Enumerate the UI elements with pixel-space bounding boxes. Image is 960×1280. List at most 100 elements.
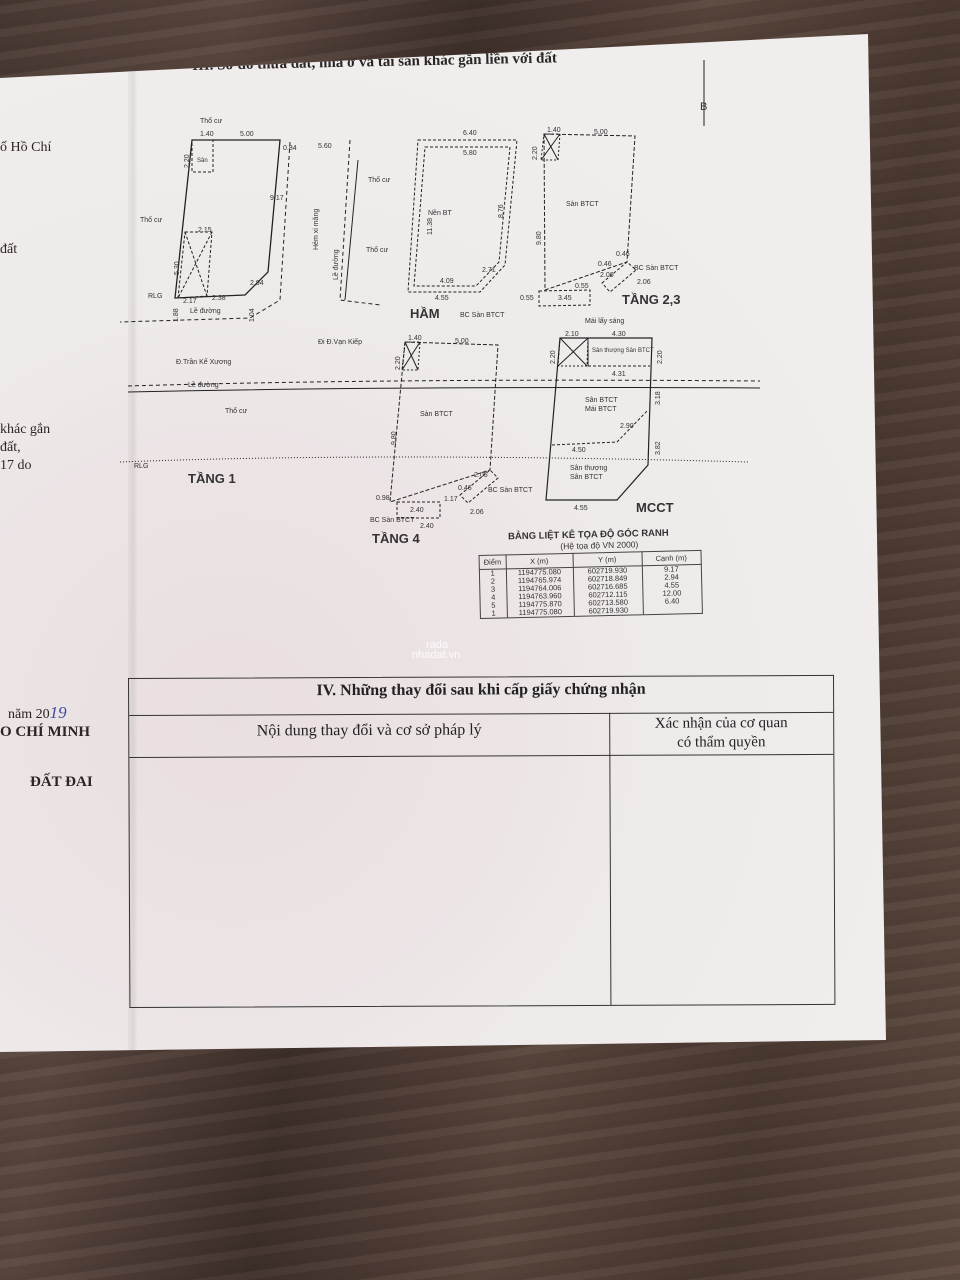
- ham-outline: [407, 139, 518, 293]
- table-cell: 1194775.080: [506, 607, 574, 618]
- section-4-changes-table: IV. Những thay đổi sau khi cấp giấy chứn…: [128, 674, 836, 1008]
- dim: 2.17: [183, 298, 197, 305]
- dim: 9.17: [270, 195, 284, 202]
- dim: 2.06: [637, 279, 651, 286]
- dim: 0.55: [575, 283, 589, 290]
- left-text-fragment: O CHÍ MINH: [0, 724, 90, 740]
- column-header-confirmation: Xác nhận của cơ quan có thẩm quyền: [609, 714, 833, 753]
- dim: 2.10: [565, 331, 579, 338]
- dim: 3.18: [655, 391, 662, 405]
- date-text: năm 20: [8, 707, 50, 722]
- dim: 4.55: [574, 505, 588, 512]
- dim: 4.09: [440, 278, 454, 285]
- dim: 5.60: [318, 143, 332, 150]
- left-text-fragment: 17 do: [0, 458, 32, 473]
- tang4-floor-label: Sàn BTCT: [420, 411, 453, 418]
- tang1-label-le-duong: Lề đường: [331, 249, 340, 280]
- dim: 3.82: [655, 441, 662, 455]
- column-header-content: Nội dung thay đổi và cơ sở pháp lý: [256, 721, 482, 740]
- left-text-fragment: đất,: [0, 440, 21, 455]
- dim: 1.40: [408, 335, 422, 342]
- dim: 2.94: [250, 280, 264, 287]
- dim: 2.40: [420, 523, 434, 530]
- tang1-label-hem: Hẻm xi măng: [313, 209, 320, 250]
- mcct-skylight-label: Mái lấy sáng: [585, 316, 624, 325]
- coordinate-table: BẢNG LIỆT KÊ TỌA ĐỘ GÓC RANH (Hệ tọa độ …: [478, 527, 703, 619]
- tang1-label-di-van-kiep: Đi Đ.Vạn Kiếp: [318, 337, 362, 346]
- header-point: Điểm: [479, 554, 506, 570]
- table-cell: [642, 604, 702, 615]
- left-text-fragment: khác gắn: [0, 422, 51, 437]
- dim: 4.30: [612, 331, 626, 338]
- dim: 2.90: [620, 423, 634, 430]
- tang23-title: TẦNG 2,3: [622, 292, 681, 307]
- dim: 8.76: [498, 204, 505, 218]
- left-text-fragment: ĐẤT ĐAI: [30, 774, 93, 790]
- dim: 2.05: [474, 472, 488, 479]
- mcct-terrace-bottom: Sân thượng: [570, 465, 607, 472]
- dim: 5.00: [594, 129, 608, 136]
- table-cell: rada: [426, 639, 449, 651]
- mcct-middle-label: Mái BTCT: [585, 406, 617, 413]
- dim: 9.80: [391, 431, 398, 445]
- tang1-lot-outline: [174, 139, 281, 299]
- section-4-title: IV. Những thay đổi sau khi cấp giấy chứn…: [316, 680, 646, 700]
- tang4-bc-label: BC Sàn BTCT: [370, 517, 415, 524]
- dim: 0.98: [376, 495, 390, 502]
- tang4-bc-label: BC Sàn BTCT: [488, 487, 533, 494]
- tang1-label-le-duong: Lề đường: [188, 380, 219, 389]
- left-text-fragment: đất: [0, 242, 18, 257]
- dim: 2.20: [550, 350, 557, 364]
- dim: 2.40: [410, 507, 424, 514]
- table-cell: nhadat.vn: [412, 649, 461, 661]
- dim: 2.20: [657, 350, 664, 364]
- mcct-terrace-top: Sân thượng Sân BTCT: [592, 348, 654, 354]
- tang23-floor-label: Sàn BTCT: [566, 201, 599, 208]
- tang23-bc-label: BC Sàn BTCT: [634, 265, 679, 272]
- dim: 1.40: [547, 127, 561, 134]
- tang1-label-tho-cu: Thổ cư: [140, 216, 163, 224]
- dim: 2.38: [212, 295, 226, 302]
- dim: 1.17: [444, 496, 458, 503]
- dim: RLG: [134, 463, 148, 470]
- dim: 3.45: [558, 295, 572, 302]
- mcct-middle-label: Sân BTCT: [585, 397, 618, 404]
- ham-floor-label: Nền BT: [428, 208, 452, 217]
- dim: 2.06: [600, 272, 614, 279]
- tang1-road-edge: [119, 141, 291, 323]
- header-x: X (m): [505, 553, 573, 569]
- tang1-label-tho-cu: Thổ cư: [368, 176, 391, 184]
- dim: RLG: [148, 293, 162, 300]
- handwritten-year: 19: [49, 703, 67, 722]
- dim: 2.20: [395, 356, 402, 370]
- dim: 2.20: [184, 154, 191, 168]
- left-text-fragment: ố Hồ Chí: [0, 140, 52, 155]
- dim: 2.20: [532, 146, 539, 160]
- dim: 5.30: [174, 261, 181, 275]
- north-label: B: [700, 101, 707, 113]
- table-cell: 602719.930: [573, 606, 643, 617]
- dim: 1.40: [200, 131, 214, 138]
- dim: 2.15: [198, 227, 212, 234]
- dim: 6.40: [463, 130, 477, 137]
- tang4-title: TẦNG 4: [372, 531, 420, 546]
- tang23-bc-label: BC Sàn BTCT: [460, 312, 505, 319]
- dim: 0.46: [458, 485, 472, 492]
- dim: 0.46: [598, 261, 612, 268]
- dim: 4.50: [572, 447, 586, 454]
- mcct-terrace-bottom: Sân BTCT: [570, 474, 603, 481]
- dim: 0.46: [616, 251, 630, 258]
- dim: 11.38: [427, 218, 434, 235]
- dim: 4.31: [612, 371, 626, 378]
- tang1-label-tho-cu: Thổ cư: [225, 407, 248, 415]
- table-cell: Xác nhận của cơ quan: [654, 715, 788, 732]
- dim: 1.04: [249, 308, 256, 322]
- dim: 2.06: [470, 509, 484, 516]
- tang4-outline: [389, 341, 499, 503]
- dim: 5.00: [455, 338, 469, 345]
- table-cell: 1: [480, 609, 507, 619]
- header-edge: Cạnh (m): [641, 550, 701, 566]
- page-fold: [128, 60, 138, 1052]
